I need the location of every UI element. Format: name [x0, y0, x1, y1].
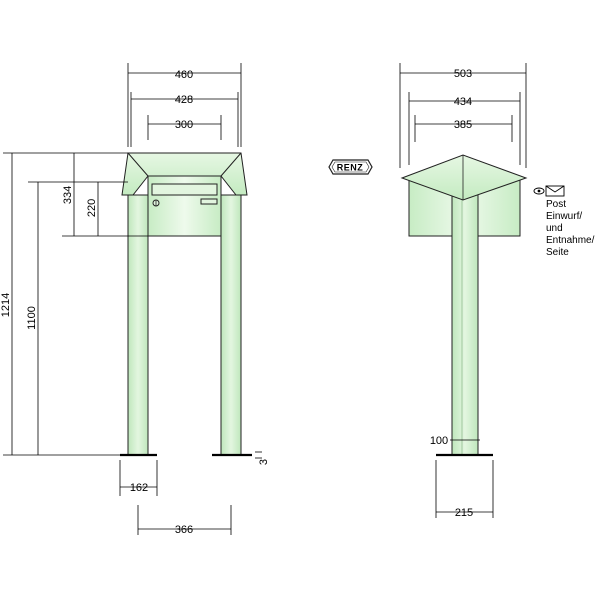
note-line-3: und	[546, 223, 563, 234]
front-name-plate	[200, 198, 218, 205]
front-letter-slot	[151, 183, 218, 196]
side-dimension-labels: 503 434 385 100 215	[430, 68, 473, 519]
eye-icon	[533, 187, 545, 195]
dim-front-foot-width: 162	[130, 482, 148, 494]
note-line-4: Entnahme/	[546, 235, 595, 246]
dim-side-width-inner: 385	[454, 119, 472, 131]
front-right-post	[220, 194, 242, 456]
dim-front-width-outer: 460	[175, 69, 193, 81]
front-view	[120, 152, 252, 457]
dim-side-width-body: 434	[454, 96, 472, 108]
brand-logo: RENZ	[328, 159, 373, 175]
front-left-post	[127, 194, 149, 456]
dim-front-post-spacing: 366	[175, 524, 193, 536]
dim-side-width-roof: 503	[454, 68, 472, 80]
dim-front-height-total: 1214	[0, 293, 12, 317]
logo-text: RENZ	[337, 163, 364, 173]
front-dimensions	[3, 63, 262, 535]
side-roof	[400, 154, 528, 201]
side-view	[400, 154, 528, 457]
note-line-2: Einwurf/	[546, 211, 582, 222]
side-dimensions	[399, 63, 527, 518]
dim-front-width-roof: 428	[175, 94, 193, 106]
mail-access-note: Post Einwurf/ und Entnahme/ Seite	[533, 185, 595, 258]
note-line-1: Post	[546, 199, 566, 210]
dim-front-height-door: 220	[86, 199, 98, 217]
dim-front-plate-thickness: 3	[258, 459, 270, 465]
dim-front-height-slot: 1100	[26, 306, 38, 330]
front-dimension-labels: 460 428 300 1214 1100 334 220 162 366 3	[0, 69, 270, 536]
dim-front-width-box: 300	[175, 119, 193, 131]
envelope-icon	[545, 185, 565, 197]
side-post	[451, 194, 479, 456]
note-line-5: Seite	[546, 247, 569, 258]
dim-side-foot-width: 215	[455, 507, 473, 519]
dim-front-height-box: 334	[62, 186, 74, 204]
dim-side-post-width: 100	[430, 435, 448, 447]
